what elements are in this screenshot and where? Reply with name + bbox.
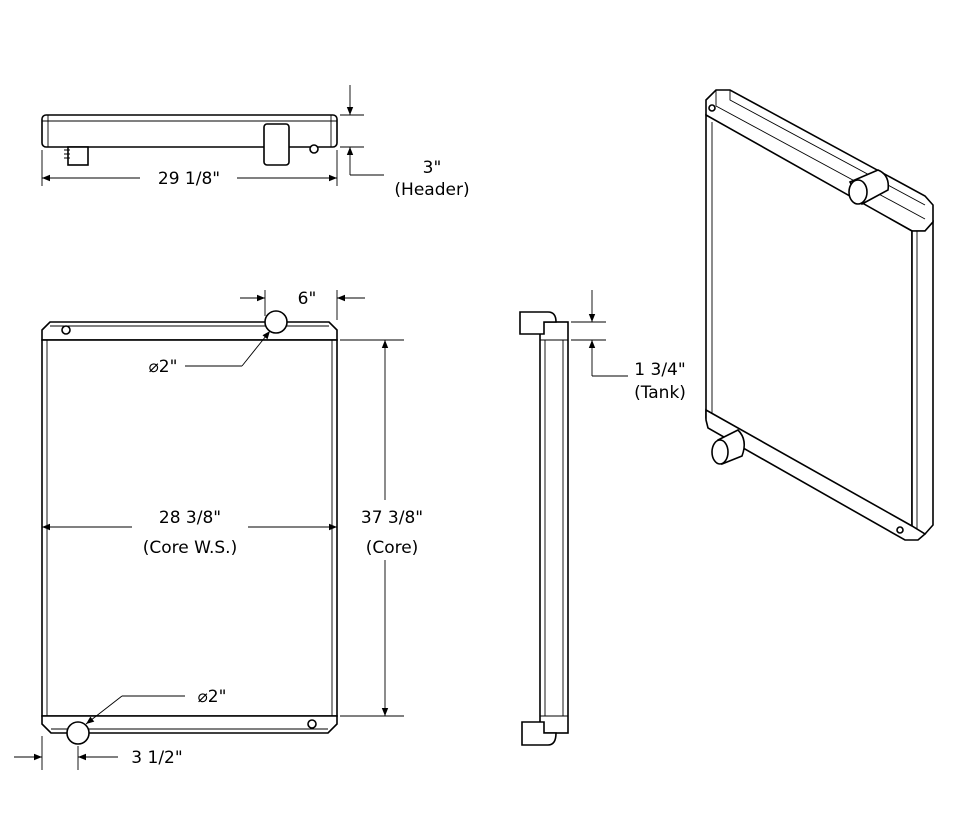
side-outlet-fitting: [521, 721, 557, 746]
core-width-label: 28 3/8": [159, 508, 221, 528]
core-width-note: (Core W.S.): [143, 538, 237, 558]
tank-height-note: (Tank): [634, 383, 686, 403]
side-inlet-fitting: [519, 311, 557, 335]
iso-side: [911, 219, 934, 535]
inlet-offset-label: 6": [298, 289, 317, 309]
side-body: [539, 321, 569, 734]
header-tank: [41, 114, 338, 148]
header-width-label: 29 1/8": [158, 169, 220, 189]
iso-bottom-tank: [705, 408, 927, 541]
top-view: 29 1/8" 3" (Header): [41, 85, 470, 200]
top-tank: [41, 321, 338, 341]
inlet-diameter-label: ⌀2": [149, 357, 178, 377]
outlet-fitting: [67, 146, 89, 166]
inlet-fitting: [263, 123, 290, 166]
header-height-label: 3": [423, 158, 442, 178]
side-view: 1 3/4" (Tank): [519, 290, 686, 746]
core: [41, 339, 338, 717]
isometric-view: [705, 89, 934, 541]
header-height-note: (Header): [394, 180, 469, 200]
tank-height-label: 1 3/4": [634, 360, 685, 380]
core-height-label: 37 3/8": [361, 508, 423, 528]
core-height-note: (Core): [366, 538, 419, 558]
outlet-offset-label: 3 1/2": [131, 748, 182, 768]
front-view: 6" ⌀2" 28 3/8" (Core W.S.) 37 3/8" (Core…: [14, 289, 423, 770]
outlet-diameter-label: ⌀2": [198, 687, 227, 707]
inlet-circle: [264, 310, 288, 334]
outlet-circle: [66, 721, 90, 745]
